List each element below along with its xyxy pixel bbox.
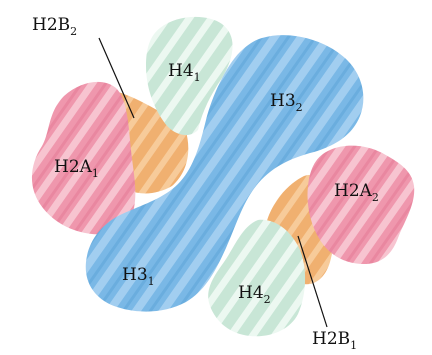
- label-h2b-2: H2B2: [32, 15, 77, 38]
- label-h2b-1: H2B1: [312, 329, 357, 352]
